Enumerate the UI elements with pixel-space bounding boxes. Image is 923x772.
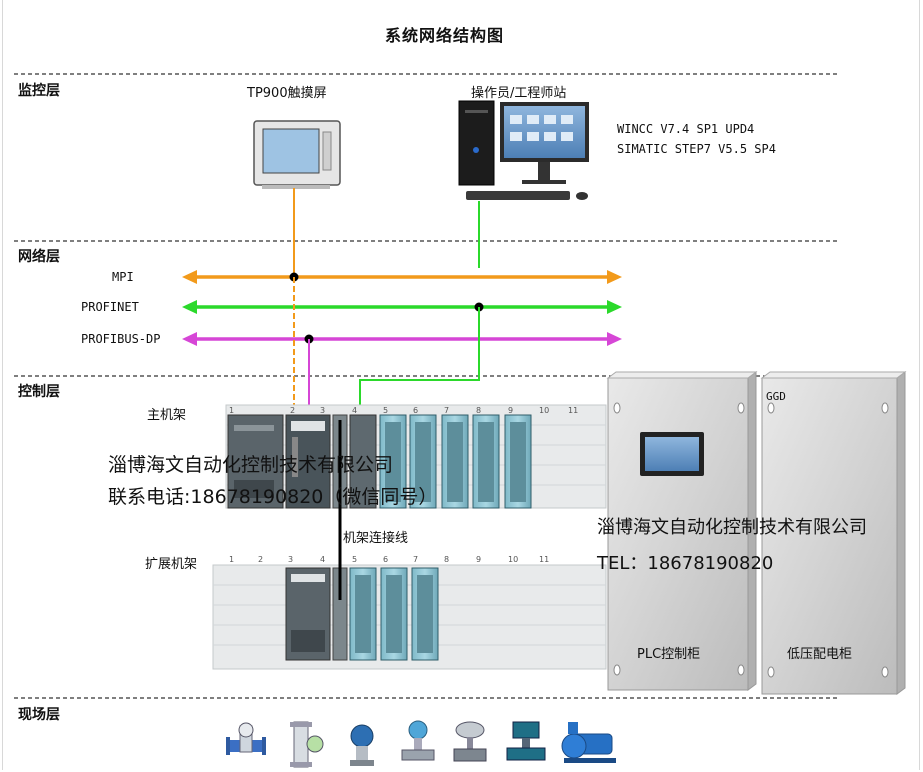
main-rack-slot-number: 1 <box>229 406 235 415</box>
watermark-phone-right: TEL：18678190820 <box>597 553 774 574</box>
expansion-rack-label: 扩展机架 <box>145 557 198 572</box>
electric-valve-icon <box>506 721 546 761</box>
operator-station-icon <box>458 100 589 200</box>
watermark-company-left: 淄博海文自动化控制技术有限公司 <box>108 454 394 476</box>
layer-label-field: 现场层 <box>18 707 60 723</box>
network-label-profinet: PROFINET <box>81 300 139 314</box>
expansion-rack-slot-number: 8 <box>444 555 450 564</box>
expansion-rack-slot-number: 9 <box>476 555 482 564</box>
touch-panel-label: TP900触摸屏 <box>247 86 327 101</box>
transmitter-icon <box>350 724 374 766</box>
layer-label-monitor: 监控层 <box>18 83 60 99</box>
main-rack-label: 主机架 <box>147 408 187 423</box>
expansion-rack-slot-number: 5 <box>352 555 358 564</box>
main-rack-slot-number: 10 <box>539 406 550 415</box>
layer-label-control: 控制层 <box>18 384 60 400</box>
rotameter-icon <box>290 721 324 768</box>
expansion-rack-slot-number: 3 <box>288 555 294 564</box>
main-rack-slot-number: 7 <box>444 406 450 415</box>
pump-icon <box>561 722 616 763</box>
rack-connector-label: 机架连接线 <box>343 531 409 546</box>
main-rack-slot-number: 3 <box>320 406 326 415</box>
plc-cabinet-label: PLC控制柜 <box>637 647 701 662</box>
software-step7: SIMATIC STEP7 V5.5 SP4 <box>617 142 776 156</box>
network-label-profibus: PROFIBUS-DP <box>81 332 161 346</box>
bus-mpi <box>182 270 622 284</box>
watermark-company-right: 淄博海文自动化控制技术有限公司 <box>597 517 867 538</box>
expansion-rack-slot-number: 4 <box>320 555 326 564</box>
watermark-phone-left: 联系电话:18678190820（微信同号） <box>108 486 438 508</box>
plc-cabinet <box>606 371 758 691</box>
expansion-rack-slot-number: 6 <box>383 555 389 564</box>
expansion-rack-slot-number: 7 <box>413 555 419 564</box>
layer-label-network: 网络层 <box>18 249 60 265</box>
expansion-rack-slot-number: 2 <box>258 555 264 564</box>
main-rack-slot-number: 11 <box>568 406 579 415</box>
operator-station-label: 操作员/工程师站 <box>471 86 567 101</box>
main-rack-slot-number: 2 <box>290 406 296 415</box>
software-wincc: WINCC V7.4 SP1 UPD4 <box>617 122 755 136</box>
pneumatic-valve-icon <box>453 721 487 762</box>
main-rack-slot-number: 4 <box>352 406 358 415</box>
page-title: 系统网络结构图 <box>385 26 505 45</box>
bus-profinet <box>182 300 622 314</box>
expansion-rack-slot-number: 11 <box>539 555 550 564</box>
main-rack-slot-number: 5 <box>383 406 389 415</box>
main-rack-slot-number: 8 <box>476 406 482 415</box>
touch-panel-icon <box>253 120 341 189</box>
flowmeter-icon <box>226 722 266 755</box>
main-rack-slot-number: 6 <box>413 406 419 415</box>
expansion-rack <box>212 564 607 670</box>
network-label-mpi: MPI <box>112 270 134 284</box>
expansion-rack-slot-number: 1 <box>229 555 235 564</box>
lv-cabinet <box>760 371 907 695</box>
bus-profibus-dp <box>182 332 622 346</box>
control-valve-icon <box>401 720 435 761</box>
expansion-rack-slot-number: 10 <box>508 555 519 564</box>
lv-cabinet-tag: GGD <box>766 390 786 403</box>
lv-cabinet-label: 低压配电柜 <box>787 647 853 662</box>
main-rack <box>225 404 607 509</box>
main-rack-slot-number: 9 <box>508 406 514 415</box>
